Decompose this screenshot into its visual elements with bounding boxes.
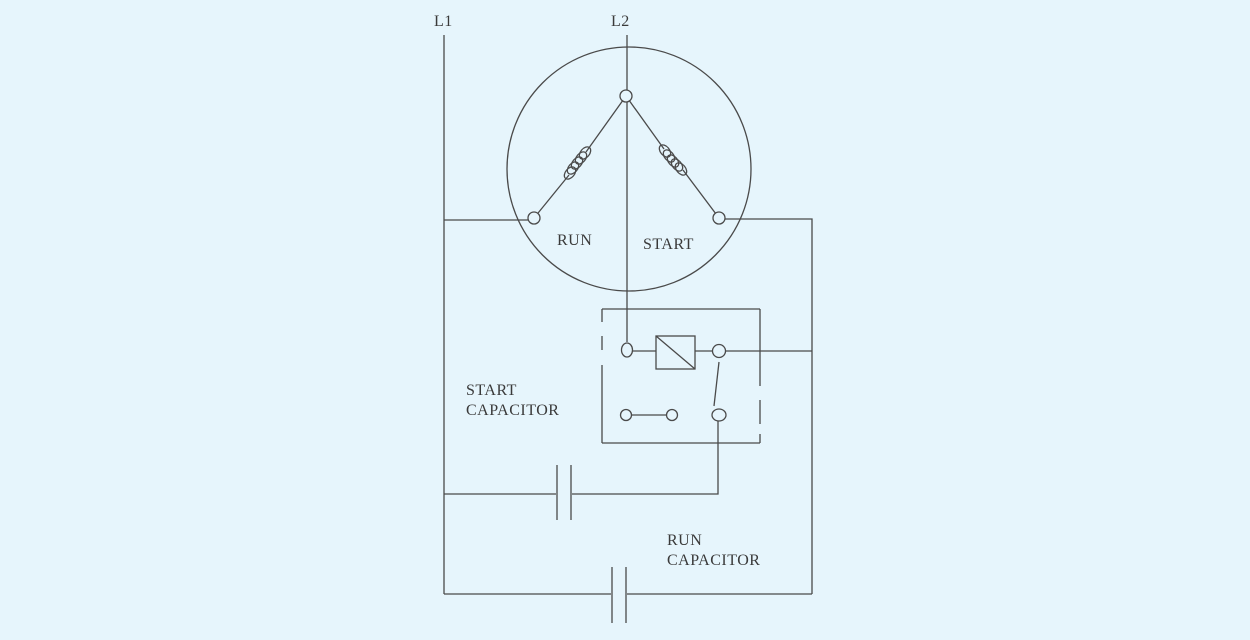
start-capacitor [556, 465, 572, 520]
relay-coil-diagonal [655, 335, 696, 370]
start-terminal [712, 211, 726, 225]
l2-label: L2 [611, 13, 630, 30]
relay-coil [655, 335, 696, 370]
start-relay-box [601, 308, 761, 444]
relay-coil-terminal-right [711, 343, 727, 359]
start-winding-label: START [643, 236, 694, 253]
start-winding-lead-lower [682, 169, 720, 219]
relay-aux-contact-left [619, 408, 633, 422]
run-capacitor-label: RUN CAPACITOR [667, 532, 760, 569]
run-winding-label: RUN [557, 232, 592, 249]
start-capacitor-wire-right [572, 421, 719, 495]
start-to-right-bus-wire [725, 218, 813, 594]
relay-switch-arm [713, 361, 720, 407]
run-capacitor [611, 567, 627, 623]
common-terminal [619, 89, 633, 103]
start-capacitor-label: START CAPACITOR [466, 382, 559, 419]
run-winding-lead-lower [533, 174, 570, 219]
relay-switch-contact [711, 408, 727, 422]
run-winding-lead-upper [585, 95, 627, 153]
start-winding-lead-upper [625, 95, 665, 150]
relay-aux-contact-right [665, 408, 679, 422]
run-winding-coil [563, 146, 592, 180]
motor-housing [506, 46, 752, 292]
relay-coil-terminal-left [620, 342, 634, 358]
start-winding-coil [658, 144, 688, 176]
l1-label: L1 [434, 13, 453, 30]
run-terminal [527, 211, 541, 225]
